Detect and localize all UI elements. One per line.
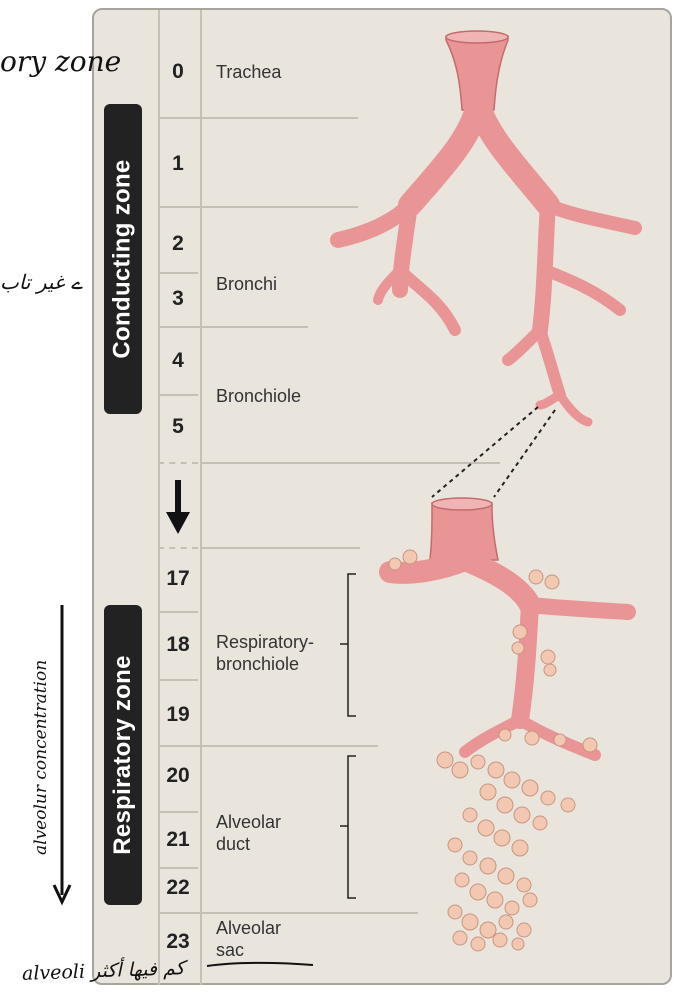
zoom-lines: [432, 407, 555, 497]
concentration-arrow-icon: [52, 600, 72, 910]
handwritten-zone-note: ory zone: [0, 45, 121, 78]
bronchial-branches: [338, 105, 635, 422]
respiratory-airway-tree: [389, 498, 628, 951]
handwritten-underline: [205, 958, 315, 972]
handwritten-arabic-note: ے غیر تاب: [0, 270, 82, 294]
handwritten-vertical-text: alveolur concentration: [31, 660, 51, 855]
brackets: [340, 574, 356, 898]
